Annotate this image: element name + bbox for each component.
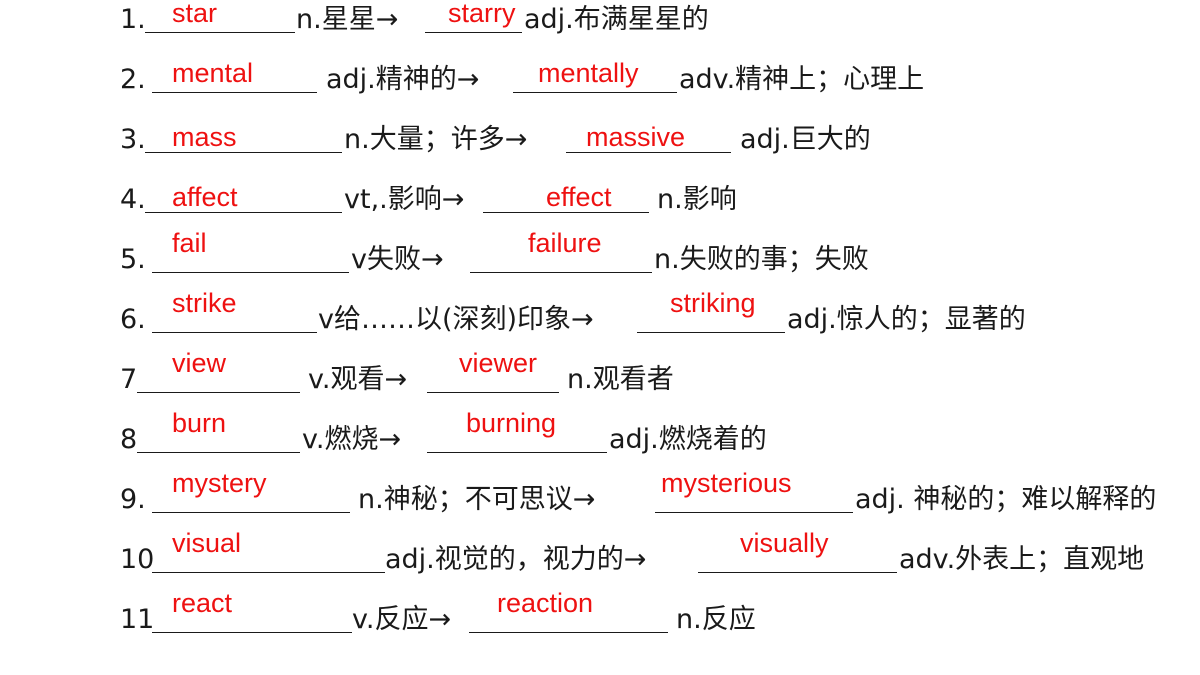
answer-word-1: mass bbox=[172, 122, 237, 152]
answer-word-2: massive bbox=[586, 122, 686, 152]
exercise-row: 1. star n.星星→ starry adj.布满星星的 bbox=[0, 0, 1200, 40]
definition-text-1: v.观看→ bbox=[308, 364, 408, 395]
definition-text-1: n.神秘；不可思议→ bbox=[358, 484, 596, 515]
exercise-row: 8 burn v.燃烧→ burning adj.燃烧着的 bbox=[0, 408, 1200, 460]
answer-blank-1 bbox=[145, 212, 342, 213]
answer-blank-2 bbox=[469, 632, 668, 633]
definition-text-1: v.燃烧→ bbox=[302, 424, 402, 455]
answer-word-1: mystery bbox=[172, 468, 267, 498]
answer-blank-2 bbox=[470, 272, 652, 273]
definition-text-1: v.反应→ bbox=[352, 604, 452, 635]
item-number: 11 bbox=[120, 604, 155, 635]
answer-blank-2 bbox=[655, 512, 853, 513]
definition-text-2: adj.惊人的；显著的 bbox=[787, 304, 1026, 335]
answer-word-1: mental bbox=[172, 58, 254, 88]
definition-text-2: adj. 神秘的；难以解释的 bbox=[855, 484, 1157, 515]
item-number: 2. bbox=[120, 64, 146, 95]
answer-word-1: view bbox=[172, 348, 227, 378]
definition-text-2: adv.精神上；心理上 bbox=[679, 64, 925, 95]
answer-word-2: visually bbox=[740, 528, 829, 558]
answer-word-1: burn bbox=[172, 408, 227, 438]
definition-text-1: n.大量；许多→ bbox=[344, 124, 528, 155]
item-number: 4. bbox=[120, 184, 146, 215]
answer-word-1: react bbox=[172, 588, 233, 618]
definition-text-2: adj.燃烧着的 bbox=[609, 424, 767, 455]
definition-text-2: n.失败的事；失败 bbox=[654, 244, 869, 275]
definition-text-2: adj.布满星星的 bbox=[524, 4, 709, 35]
answer-blank-1 bbox=[152, 272, 349, 273]
answer-blank-1 bbox=[152, 512, 350, 513]
answer-blank-1 bbox=[152, 92, 317, 93]
answer-blank-2 bbox=[427, 392, 559, 393]
answer-word-2: mysterious bbox=[661, 468, 792, 498]
definition-text-1: vt,.影响→ bbox=[344, 184, 465, 215]
item-number: 10 bbox=[120, 544, 155, 575]
exercise-row: 7 view v.观看→ viewer n.观看者 bbox=[0, 348, 1200, 400]
answer-word-2: viewer bbox=[459, 348, 538, 378]
definition-text-1: adj.精神的→ bbox=[326, 64, 480, 95]
answer-word-1: visual bbox=[172, 528, 242, 558]
answer-blank-1 bbox=[152, 572, 385, 573]
answer-word-1: affect bbox=[172, 182, 238, 212]
answer-blank-1 bbox=[152, 332, 317, 333]
exercise-row: 2. mental adj.精神的→ mentally adv.精神上；心理上 bbox=[0, 58, 1200, 100]
exercise-row: 10 visual adj.视觉的，视力的→ visually adv.外表上；直观地 bbox=[0, 528, 1200, 580]
answer-word-2: starry bbox=[448, 0, 516, 28]
answer-word-2: reaction bbox=[497, 588, 594, 618]
exercise-row: 6. strike v给……以(深刻)印象→ striking adj.惊人的；显著的 bbox=[0, 288, 1200, 340]
answer-blank-2 bbox=[425, 32, 522, 33]
definition-text-2: adv.外表上；直观地 bbox=[899, 544, 1145, 575]
definition-text-1: v失败→ bbox=[351, 244, 444, 275]
item-number: 3. bbox=[120, 124, 146, 155]
definition-text-1: adj.视觉的，视力的→ bbox=[385, 544, 647, 575]
item-number: 7 bbox=[120, 364, 138, 395]
item-number: 6. bbox=[120, 304, 146, 335]
answer-word-1: star bbox=[172, 0, 218, 28]
definition-text-1: v给……以(深刻)印象→ bbox=[318, 304, 594, 335]
answer-blank-2 bbox=[566, 152, 731, 153]
definition-text-1: n.星星→ bbox=[296, 4, 399, 35]
exercise-row: 11 react v.反应→ reaction n.反应 bbox=[0, 588, 1200, 640]
item-number: 9. bbox=[120, 484, 146, 515]
definition-text-2: n.反应 bbox=[676, 604, 756, 635]
answer-word-2: failure bbox=[528, 228, 602, 258]
answer-blank-1 bbox=[137, 392, 300, 393]
answer-word-1: strike bbox=[172, 288, 237, 318]
answer-blank-1 bbox=[145, 152, 342, 153]
definition-text-2: adj.巨大的 bbox=[740, 124, 871, 155]
exercise-row: 3. mass n.大量；许多→ massive adj.巨大的 bbox=[0, 120, 1200, 160]
item-number: 5. bbox=[120, 244, 146, 275]
answer-word-2: effect bbox=[546, 182, 612, 212]
exercise-row: 9. mystery n.神秘；不可思议→ mysterious adj. 神秘的；难以… bbox=[0, 468, 1200, 520]
exercise-row: 4. affect vt,.影响→ effect n.影响 bbox=[0, 180, 1200, 220]
answer-blank-1 bbox=[137, 452, 300, 453]
answer-word-2: burning bbox=[466, 408, 557, 438]
answer-word-1: fail bbox=[172, 228, 207, 258]
definition-text-2: n.观看者 bbox=[567, 364, 674, 395]
item-number: 1. bbox=[120, 4, 146, 35]
answer-blank-2 bbox=[637, 332, 785, 333]
definition-text-2: n.影响 bbox=[657, 184, 737, 215]
exercise-row: 5. fail v失败→ failure n.失败的事；失败 bbox=[0, 228, 1200, 280]
answer-blank-2 bbox=[698, 572, 897, 573]
answer-blank-1 bbox=[145, 32, 295, 33]
answer-blank-1 bbox=[152, 632, 352, 633]
item-number: 8 bbox=[120, 424, 138, 455]
answer-word-2: striking bbox=[670, 288, 756, 318]
answer-blank-2 bbox=[483, 212, 649, 213]
answer-word-2: mentally bbox=[538, 58, 639, 88]
answer-blank-2 bbox=[427, 452, 607, 453]
answer-blank-2 bbox=[513, 92, 677, 93]
